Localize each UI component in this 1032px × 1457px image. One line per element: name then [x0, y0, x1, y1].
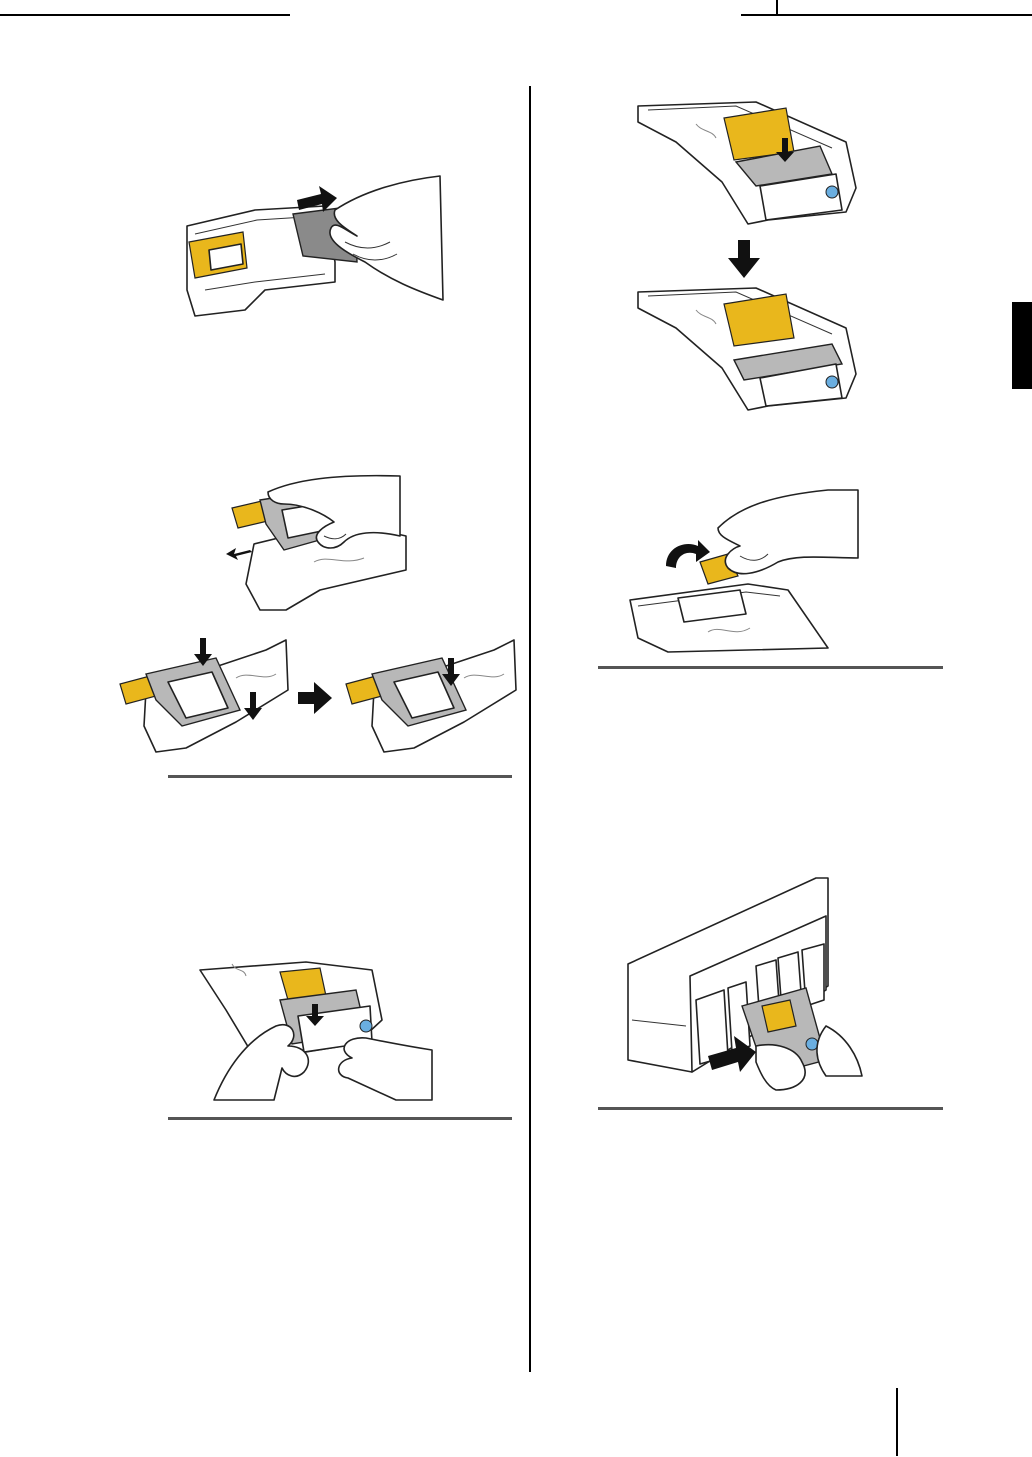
step-bottom [638, 288, 856, 410]
section-rule [168, 1117, 512, 1120]
fig-close-ribbon-lid [196, 960, 436, 1102]
right-arrow-icon [298, 682, 332, 714]
step-right [346, 640, 516, 752]
fig-remove-protective-sheet [185, 170, 445, 320]
crop-mark-top-right [741, 14, 1032, 16]
fig-press-cover-sequence [116, 630, 518, 765]
section-rule [598, 1107, 943, 1110]
column-divider [529, 86, 531, 1372]
chapter-tab [1012, 302, 1032, 389]
down-arrow-icon [728, 240, 760, 278]
page-number-divider [896, 1388, 898, 1456]
fig-insert-cartridge [626, 876, 862, 1092]
section-rule [598, 666, 943, 669]
fig-peel-label [628, 488, 860, 653]
small-arrow-icon [226, 548, 252, 560]
fig-set-cover-sequence [636, 102, 860, 420]
crop-mark-vertical-right [776, 0, 778, 16]
section-rule [168, 775, 512, 778]
crop-mark-top [0, 14, 290, 16]
step-left [120, 638, 288, 752]
fig-attach-cover [224, 474, 409, 614]
step-top [638, 102, 856, 224]
